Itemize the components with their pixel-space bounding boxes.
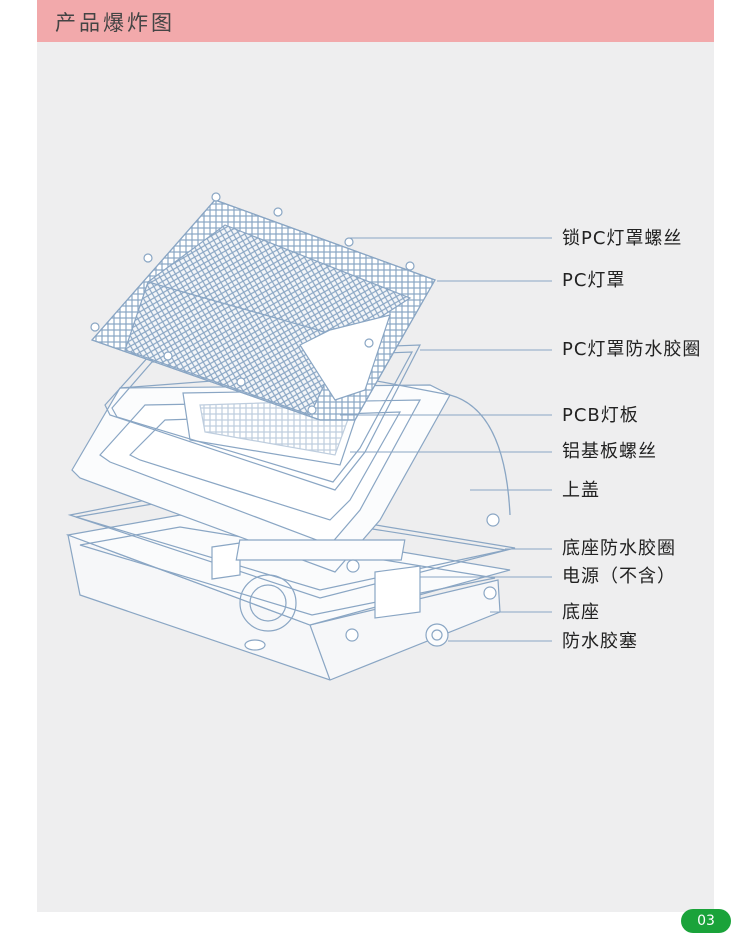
- label-base: 底座: [562, 602, 600, 623]
- exploded-view-diagram: [65, 192, 552, 681]
- label-power-supply: 电源（不含）: [562, 566, 676, 587]
- label-pc-gasket: PC灯罩防水胶圈: [562, 339, 702, 360]
- page-title: 产品爆炸图: [55, 11, 175, 35]
- header-bar: 产品爆炸图: [37, 0, 714, 42]
- label-plug: 防水胶塞: [562, 631, 638, 652]
- pc-cover-lens: [90, 199, 436, 421]
- power-supply-box: [211, 542, 421, 619]
- leader-lines: [340, 237, 552, 642]
- cover-screws: [90, 192, 415, 415]
- label-base-gasket: 底座防水胶圈: [562, 538, 676, 559]
- label-top-cover: 上盖: [562, 480, 600, 501]
- label-alu-screw: 铝基板螺丝: [562, 441, 657, 462]
- page-badge: 03: [681, 909, 731, 933]
- label-pcb-board: PCB灯板: [562, 405, 639, 426]
- label-lock-screw: 锁PC灯罩螺丝: [562, 228, 683, 249]
- page-number: 03: [697, 913, 715, 929]
- rubber-plug-part: [425, 623, 449, 647]
- label-pc-cover: PC灯罩: [562, 270, 626, 291]
